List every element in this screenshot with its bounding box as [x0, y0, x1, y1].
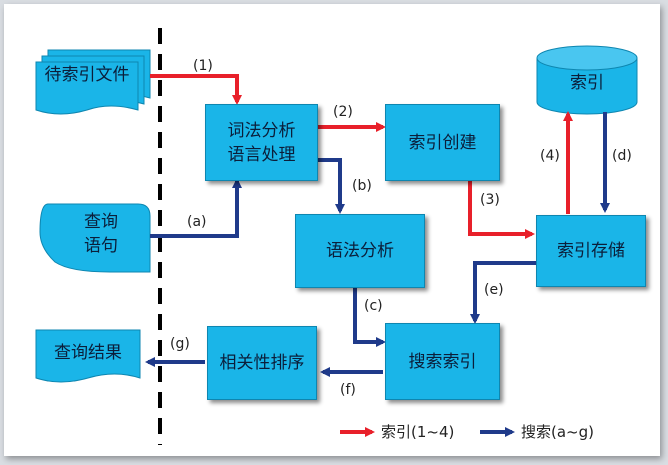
query-label: 查询 语句	[56, 210, 146, 258]
edge-label-e: (e)	[484, 282, 504, 298]
index-create-label: 索引创建	[408, 132, 477, 153]
edge-label-4: (4)	[540, 148, 560, 164]
edge-label-2: (2)	[333, 104, 353, 120]
legend-index-label: 索引(1~4)	[381, 423, 455, 441]
query-label-line2: 语句	[84, 236, 118, 256]
index-db-shape	[536, 45, 638, 115]
query-bubble-shape	[39, 203, 151, 273]
arrow-1	[150, 74, 242, 105]
index-db-label: 索引	[570, 73, 604, 93]
index-store-label: 索引存储	[557, 241, 625, 261]
legend-search-label: 搜索(a~g)	[521, 423, 594, 441]
index-store-node: 索引存储	[536, 215, 646, 287]
arrow-c	[353, 288, 386, 347]
lexical-line1: 词法分析	[227, 120, 296, 141]
pending-docs-label: 待索引文件	[44, 65, 130, 85]
edge-label-1: (1)	[193, 58, 213, 74]
lexical-line2: 语言处理	[227, 144, 296, 165]
arrow-a	[150, 178, 242, 238]
edge-label-g: (g)	[170, 336, 190, 352]
query-label-line1: 查询	[84, 212, 118, 232]
edge-label-f: (f)	[340, 382, 356, 398]
arrow-3	[468, 181, 535, 239]
syntax-label: 语法分析	[326, 241, 394, 261]
edge-label-a: (a)	[187, 214, 207, 230]
arrow-b	[318, 158, 345, 214]
rank-node: 相关性排序	[207, 326, 317, 400]
arrow-e	[470, 261, 536, 324]
lexical-node: 词法分析 语言处理	[205, 104, 318, 181]
edge-label-d: (d)	[612, 148, 632, 164]
edge-label-3: (3)	[480, 192, 500, 208]
edge-label-c: (c)	[364, 298, 383, 314]
results-label: 查询结果	[54, 343, 122, 363]
rank-label: 相关性排序	[219, 353, 305, 373]
results-doc-shape	[35, 329, 141, 383]
edge-label-b: (b)	[352, 178, 372, 194]
search-index-node: 搜索索引	[385, 323, 500, 400]
syntax-node: 语法分析	[295, 214, 425, 288]
pending-docs-shape	[35, 49, 151, 115]
index-create-node: 索引创建	[385, 104, 500, 181]
search-index-label: 搜索索引	[408, 351, 477, 372]
